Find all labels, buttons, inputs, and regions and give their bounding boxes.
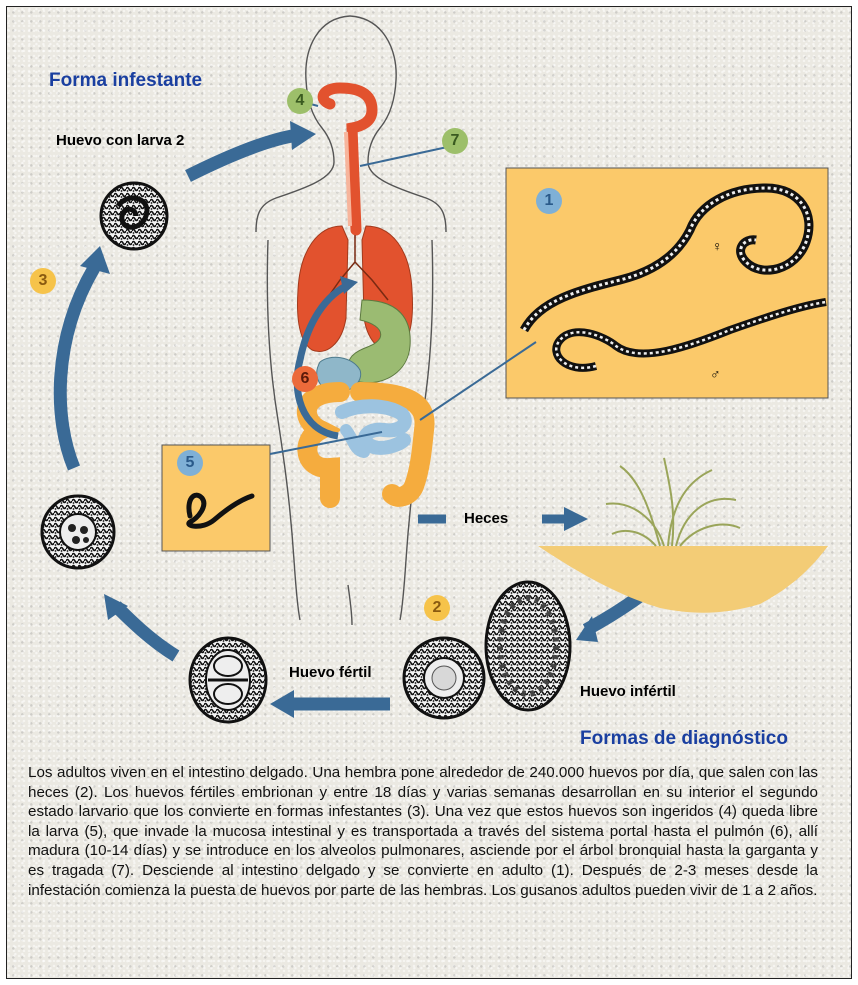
step-6-number: 6 [292, 366, 318, 392]
step-2-number: 2 [424, 595, 450, 621]
two-cell-egg [190, 638, 266, 722]
feces-label: Heces [464, 510, 508, 527]
male-symbol: ♂ [710, 366, 721, 382]
larva-panel [162, 432, 382, 551]
egg-with-larva-label: Huevo con larva 2 [56, 132, 184, 149]
infective-form-title: Forma infestante [49, 70, 202, 92]
arrowhead-fertile [270, 690, 294, 718]
fertile-egg [404, 638, 484, 718]
arrow-egg-to-mouth [188, 136, 292, 176]
arrowhead-mouth [290, 121, 316, 150]
infertile-egg-label: Huevo infértil [580, 683, 676, 700]
intestines [307, 392, 425, 498]
step-5-number: 5 [177, 450, 203, 476]
arrowhead-top-left [80, 246, 110, 274]
infertile-egg [486, 582, 570, 710]
step-1-number: 1 [536, 188, 562, 214]
diagnostic-forms-title: Formas de diagnóstico [580, 728, 788, 750]
fertile-egg-label: Huevo fértil [289, 664, 372, 681]
arrowhead-feces [564, 507, 588, 531]
soil-with-grass [538, 458, 828, 613]
egg-with-larva [101, 183, 167, 249]
arrow-up-left [60, 268, 94, 468]
step-7-number: 7 [442, 128, 468, 154]
description-paragraph: Los adultos viven en el intestino delgad… [28, 763, 818, 900]
step-3-number: 3 [30, 268, 56, 294]
airway [323, 88, 372, 230]
adult-worms-panel [420, 168, 828, 420]
female-symbol: ♀ [712, 238, 723, 254]
step-4-number: 4 [287, 88, 313, 114]
human-body-outline [256, 16, 446, 625]
arrow-fertile-to-embryo [116, 606, 176, 656]
embryonated-egg [42, 496, 114, 568]
